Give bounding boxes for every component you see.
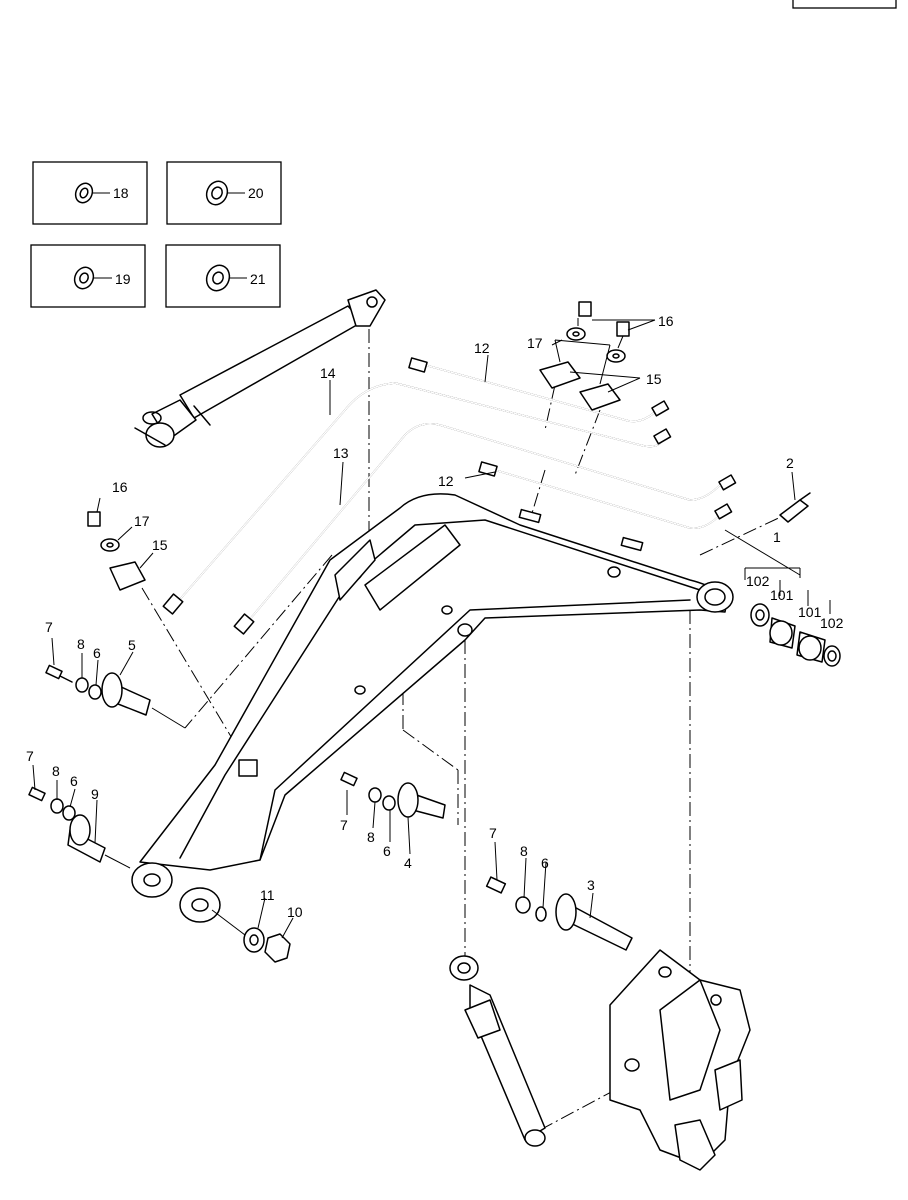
callout-12-upper: 12 <box>474 340 490 356</box>
pin-5-group <box>45 664 186 729</box>
inset-washer-18: 18 <box>32 161 148 225</box>
callout-101-right: 101 <box>798 604 822 620</box>
clamp-assembly-top <box>539 301 630 411</box>
callout-102-right: 102 <box>820 615 844 631</box>
callout-6-a: 6 <box>93 645 101 661</box>
pin-4-group <box>340 771 446 819</box>
header-box <box>792 0 897 9</box>
callout-15-left: 15 <box>152 537 168 553</box>
inset-washer-20: 20 <box>166 161 282 225</box>
callout-18: 18 <box>113 185 129 201</box>
callout-4: 4 <box>404 855 412 871</box>
hose-12-lower <box>478 461 733 529</box>
inset-washer-19: 19 <box>30 244 146 308</box>
callout-102-left: 102 <box>746 573 770 589</box>
callout-21: 21 <box>250 271 266 287</box>
boom-cylinder <box>134 289 386 448</box>
bushing-set <box>750 603 841 667</box>
callout-19: 19 <box>115 271 131 287</box>
pin-9-group <box>28 786 131 869</box>
callout-17-left: 17 <box>134 513 150 529</box>
grease-fitting-2 <box>779 492 811 523</box>
callout-8-c: 8 <box>367 829 375 845</box>
pin-3-group <box>485 876 633 951</box>
callout-2: 2 <box>786 455 794 471</box>
callout-14: 14 <box>320 365 336 381</box>
callout-11: 11 <box>260 887 275 903</box>
swing-bracket <box>609 949 751 1171</box>
callout-7-c: 7 <box>340 817 348 833</box>
callout-7-a: 7 <box>45 619 53 635</box>
callout-7-b: 7 <box>26 748 34 764</box>
callout-6-d: 6 <box>541 855 549 871</box>
callout-7-d: 7 <box>489 825 497 841</box>
callout-10: 10 <box>287 904 303 920</box>
callout-6-c: 6 <box>383 843 391 859</box>
callout-13: 13 <box>333 445 349 461</box>
callout-15-top: 15 <box>646 371 662 387</box>
hose-13 <box>233 423 721 635</box>
callout-8-d: 8 <box>520 843 528 859</box>
main-boom <box>131 493 734 923</box>
leader-lines <box>32 319 831 939</box>
callout-labels: 12 14 13 12 16 17 15 2 1 102 101 101 102… <box>26 313 844 920</box>
callout-8-b: 8 <box>52 763 60 779</box>
nut-washer-10-11 <box>211 909 291 963</box>
callout-5: 5 <box>128 637 136 653</box>
callout-8-a: 8 <box>77 636 85 652</box>
callout-1: 1 <box>773 529 781 545</box>
callout-3: 3 <box>587 877 595 893</box>
callout-12-lower: 12 <box>438 473 454 489</box>
swing-cylinder <box>449 955 546 1147</box>
callout-16-top: 16 <box>658 313 674 329</box>
callout-20: 20 <box>248 185 264 201</box>
callout-17-top: 17 <box>527 335 543 351</box>
inset-washer-21: 21 <box>165 244 281 308</box>
hose-12-upper <box>408 357 670 423</box>
alignment-lines <box>141 305 786 1131</box>
callout-101-left: 101 <box>770 587 794 603</box>
callout-6-b: 6 <box>70 773 78 789</box>
callout-9: 9 <box>91 786 99 802</box>
callout-16-left: 16 <box>112 479 128 495</box>
clamp-assembly-left <box>87 511 146 591</box>
